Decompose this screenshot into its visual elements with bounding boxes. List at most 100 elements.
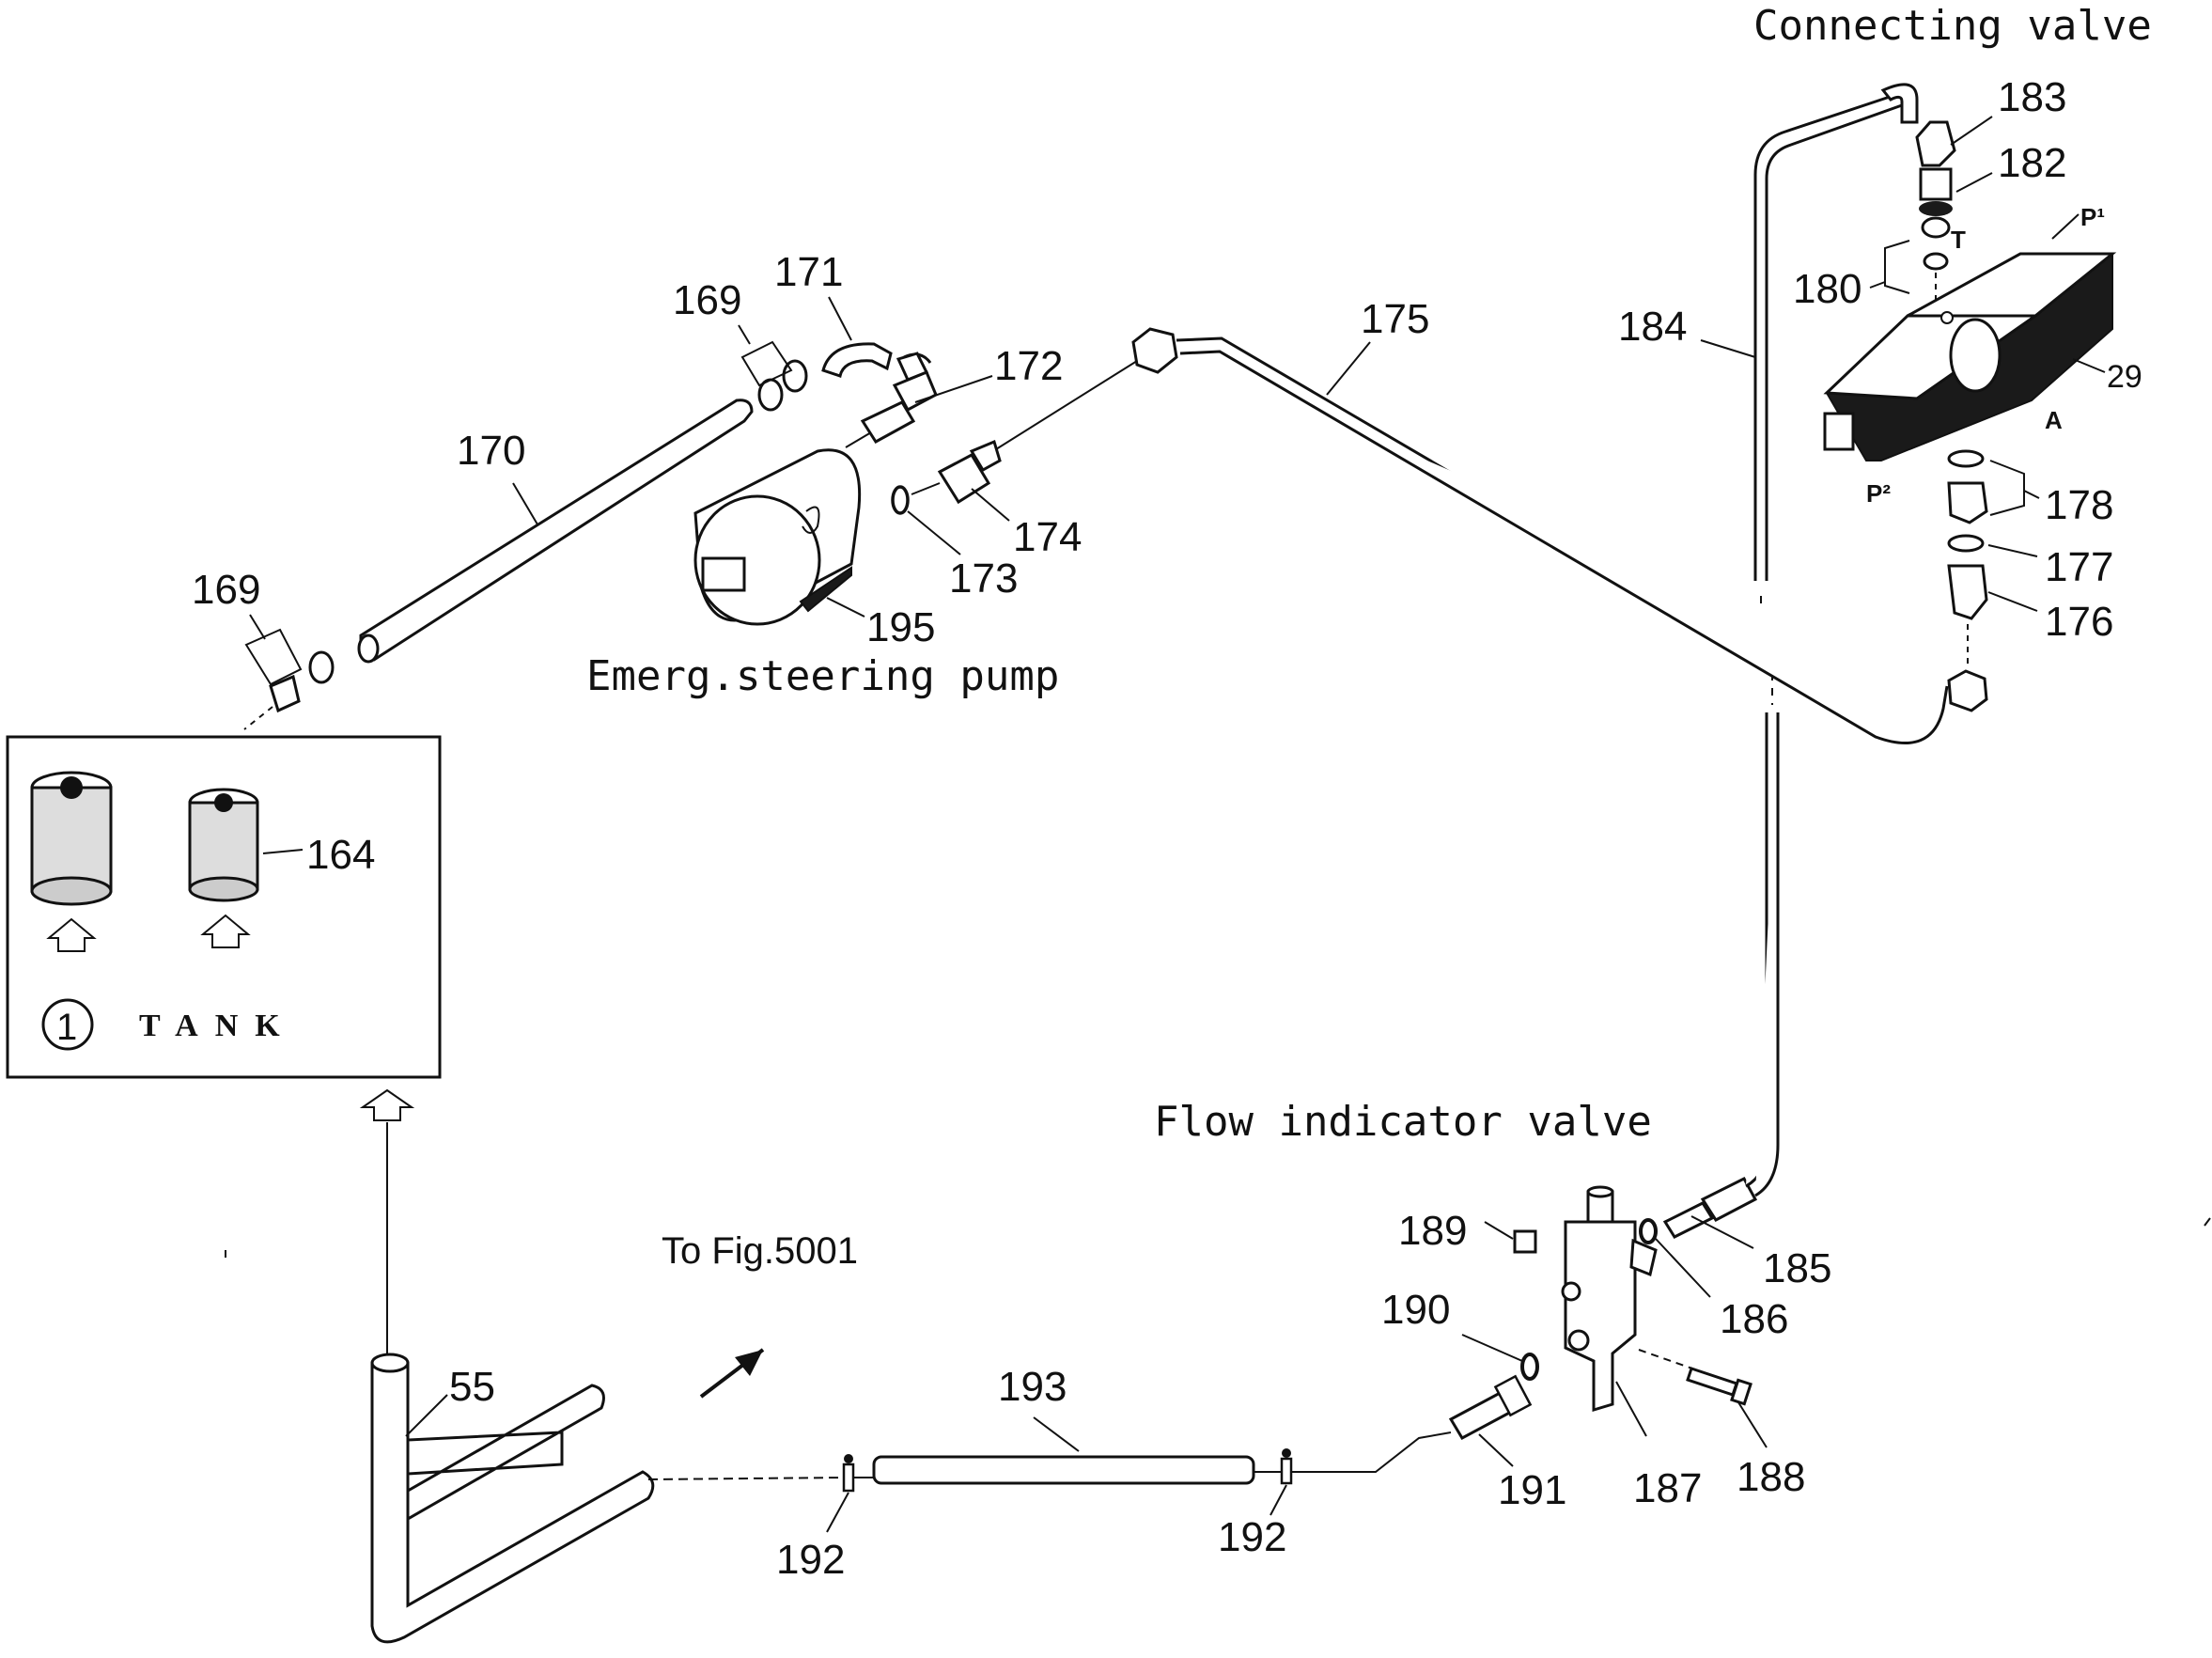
part-173: 173: [949, 555, 1018, 602]
leader-188: [1737, 1401, 1768, 1448]
connection-line: [995, 360, 1138, 450]
elbow-hose-171: [821, 342, 893, 378]
bolt-axis-line: [1638, 1349, 1741, 1386]
nut-171: [896, 352, 929, 382]
leader-55: [405, 1394, 448, 1437]
leader-174: [971, 488, 1010, 522]
connection-line: [1291, 1431, 1452, 1473]
clamp-169-upper: [757, 359, 808, 412]
nut-175-right: [1947, 669, 1988, 712]
leader-192b: [1270, 1484, 1287, 1516]
valve-body-187: [1561, 1185, 1658, 1413]
hose-170-end: [357, 633, 380, 664]
port-a: A: [2045, 406, 2063, 434]
part-184: 184: [1618, 304, 1687, 350]
connecting-valve-29: [1823, 252, 2117, 461]
y-fitting-55: [370, 1353, 655, 1644]
port-t: T: [1951, 226, 1966, 254]
clamp-169-lower: [269, 650, 335, 713]
leader-169-lower: [249, 614, 266, 640]
leader-187: [1615, 1381, 1647, 1437]
leader-173: [907, 510, 961, 555]
leader-190: [1461, 1334, 1523, 1362]
leader-180: [1869, 281, 1886, 289]
leader-178: [2023, 490, 2040, 499]
bracket-169-lower: [244, 628, 303, 686]
bolt-188: [1686, 1367, 1752, 1406]
part-176: 176: [2045, 599, 2113, 645]
port-p1: P¹: [2080, 203, 2105, 231]
tank-label: TANK: [139, 1009, 297, 1043]
leader-177: [1987, 544, 2038, 557]
part-164: 164: [306, 832, 375, 878]
part-189: 189: [1398, 1208, 1467, 1254]
fitting-182: [1919, 167, 1953, 216]
leader-172: [914, 375, 993, 403]
part-177: 177: [2045, 544, 2113, 590]
bracket-180: [1884, 240, 1910, 294]
part-171: 171: [774, 249, 843, 295]
fitting-178: [1947, 449, 1988, 524]
leader-29: [2072, 358, 2106, 373]
leader-191: [1478, 1433, 1514, 1467]
hose-193: [872, 1455, 1255, 1485]
connection-line: [647, 1477, 847, 1480]
leader-184: [1700, 339, 1756, 358]
part-188: 188: [1737, 1454, 1805, 1500]
bracket-178: [1989, 460, 2025, 516]
steering-pump-195: [693, 448, 862, 626]
up-arrow-icon: [46, 917, 97, 952]
leader-185: [1690, 1215, 1754, 1249]
title-flow-indicator-valve: Flow indicator valve: [1154, 1098, 1652, 1146]
washer-177: [1947, 534, 1985, 553]
leader-182: [1955, 172, 1993, 193]
pipe-175-outer: [1179, 350, 1949, 744]
leader-p1: [2051, 213, 2080, 240]
arrow-head-icon: [735, 1350, 763, 1376]
part-185: 185: [1763, 1245, 1831, 1291]
part-192-right: 192: [1218, 1514, 1286, 1560]
elbow-upper: [1880, 83, 1919, 124]
tank-number-circle: [41, 998, 94, 1051]
leader-195: [826, 597, 865, 618]
leader-175: [1326, 341, 1371, 396]
up-arrow-icon: [200, 914, 251, 948]
part-180: 180: [1793, 266, 1862, 312]
title-emerg-steering-pump: Emerg.steering pump: [586, 652, 1059, 700]
fitting-176: [1947, 564, 1988, 620]
leader-170: [512, 482, 538, 525]
fitting-180: [1921, 216, 1951, 271]
part-191: 191: [1498, 1467, 1566, 1513]
pipe-184-lower-outer: [1754, 712, 1780, 1197]
part-187: 187: [1633, 1465, 1702, 1511]
washer-190: [1520, 1353, 1539, 1381]
washer-186: [1639, 1218, 1658, 1244]
part-183: 183: [1998, 74, 2066, 120]
part-169-lower: 169: [192, 567, 260, 613]
part-29: 29: [2107, 359, 2142, 395]
pipe-184-upper-outer: [1765, 103, 1903, 581]
leader-176: [1987, 591, 2038, 612]
o-ring-173: [891, 485, 910, 515]
part-182: 182: [1998, 140, 2066, 186]
leader-164: [262, 849, 304, 854]
part-175: 175: [1361, 296, 1429, 342]
part-195: 195: [866, 604, 935, 650]
leader-171: [828, 296, 852, 341]
leader-169-upper: [738, 324, 751, 345]
leader-193: [1033, 1416, 1080, 1452]
bracket-169-upper: [740, 340, 793, 387]
part-169-upper: 169: [673, 277, 741, 323]
tank-panel: 1 TANK 164: [6, 735, 442, 1079]
fitting-191: [1448, 1374, 1533, 1440]
title-connecting-valve: Connecting valve: [1753, 2, 2152, 50]
clamp-192-right: [1280, 1448, 1293, 1485]
connection-line: [911, 482, 941, 495]
part-170: 170: [457, 428, 525, 474]
nut-189: [1513, 1229, 1537, 1254]
fitting-183: [1915, 120, 1956, 167]
part-178: 178: [2045, 482, 2113, 528]
nut-175-left: [1131, 327, 1178, 374]
axis-line: [243, 706, 273, 730]
port-p2: P²: [1866, 479, 1891, 508]
